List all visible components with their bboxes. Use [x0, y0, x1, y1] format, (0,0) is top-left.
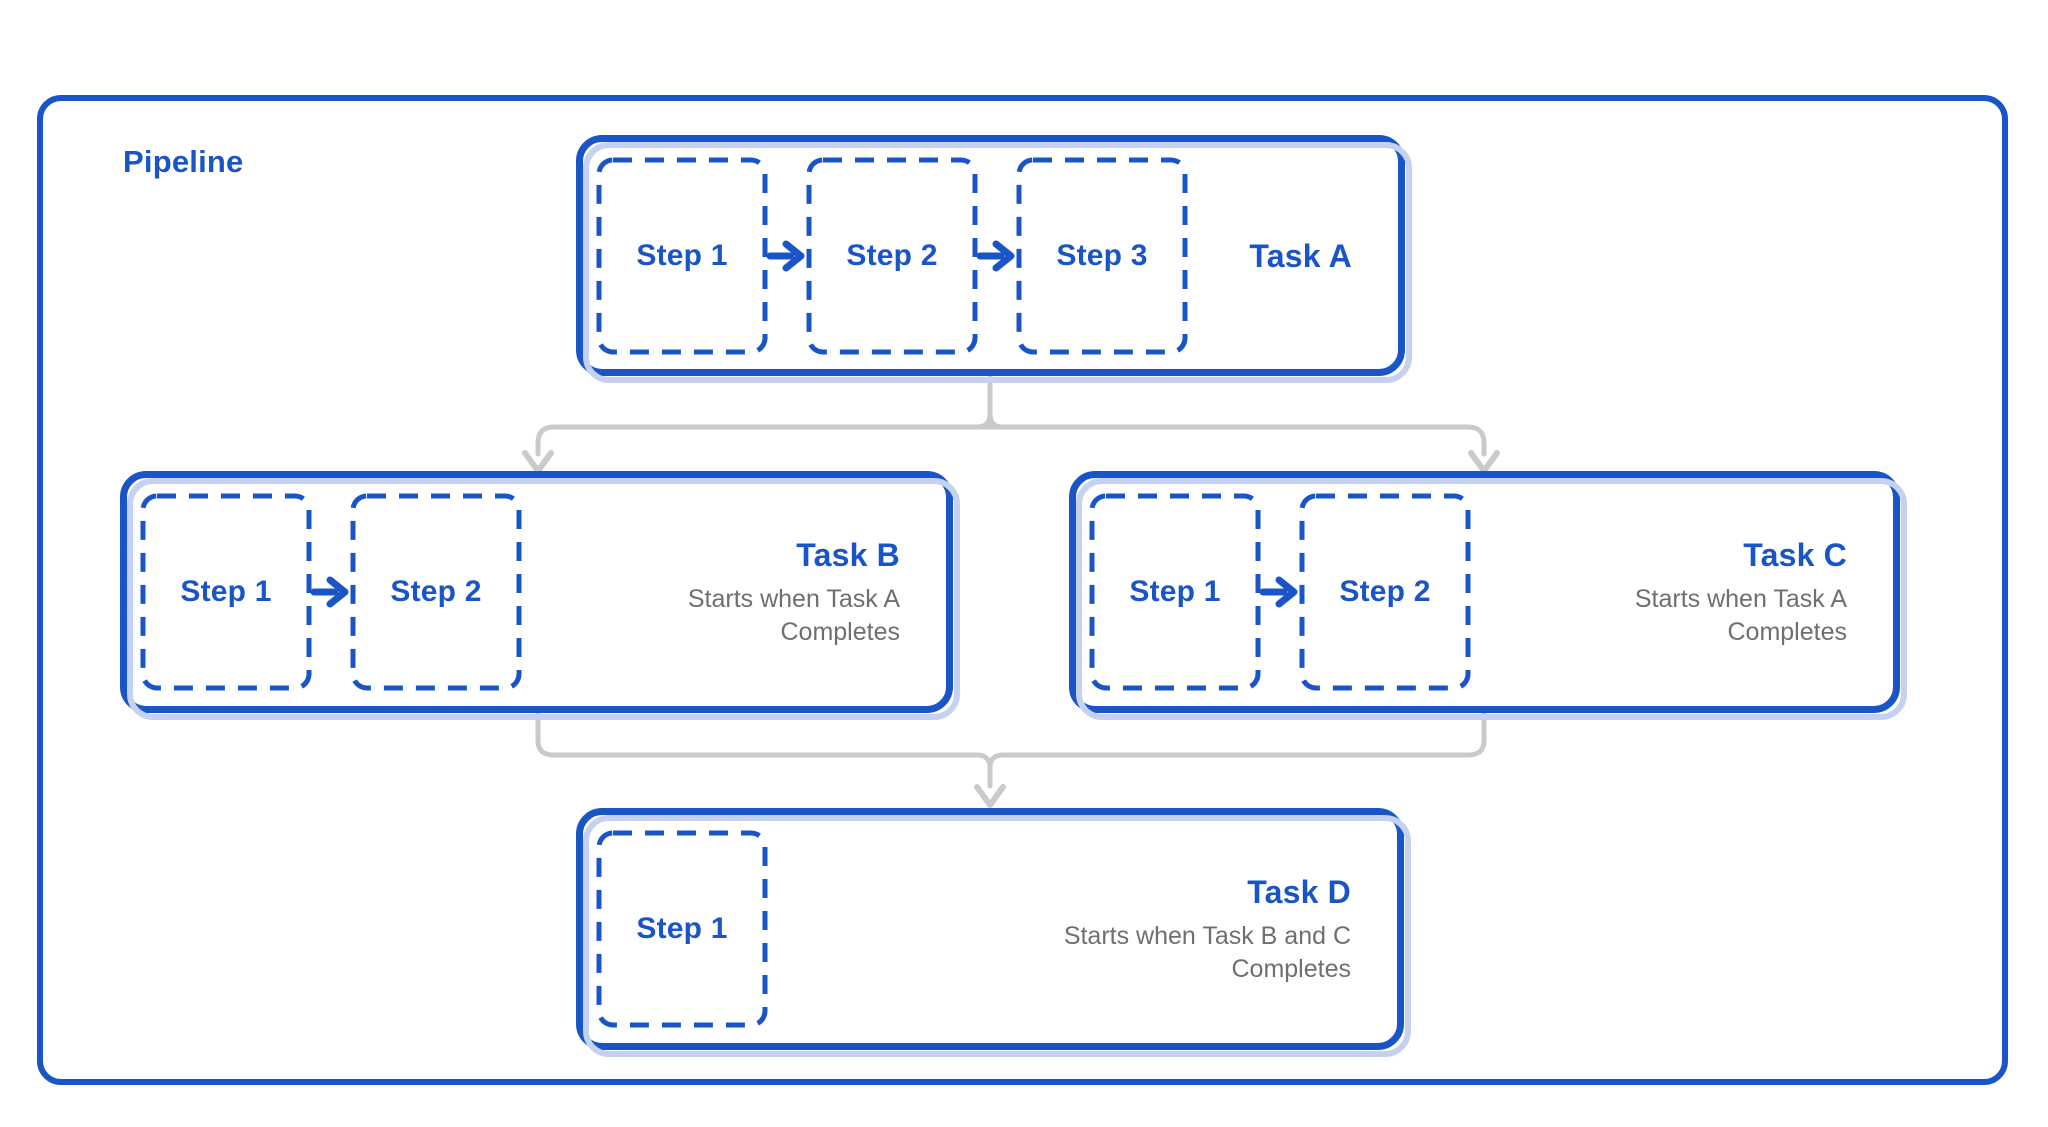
task-subtitle: Starts when Task A Completes	[1635, 583, 1847, 649]
task-card-c: Step 1 Step 2 Task C Starts when Task A …	[1069, 471, 1900, 713]
task-b-steps: Step 1 Step 2	[127, 478, 522, 706]
step-dashed-border	[596, 830, 768, 1028]
step-label: Step 2	[390, 575, 482, 608]
connector-c-to-d	[987, 711, 1487, 789]
task-a-steps: Step 1 Step 2 Step 3	[583, 142, 1188, 369]
task-subtitle: Starts when Task A Completes	[688, 583, 900, 649]
arrow-right-icon	[1260, 574, 1300, 610]
step-label: Step 1	[636, 912, 728, 945]
step-dashed-border	[350, 493, 522, 691]
task-c-info: Task C Starts when Task A Completes	[1635, 536, 1893, 649]
task-c-steps: Step 1 Step 2	[1076, 478, 1471, 706]
step-dashed-border	[1089, 493, 1261, 691]
arrow-right-icon	[311, 574, 351, 610]
step-box: Step 3	[1016, 157, 1188, 355]
step-box: Step 2	[806, 157, 978, 355]
task-card-a: Step 1 Step 2 Step 3 Task A	[576, 135, 1405, 376]
task-card-d: Step 1 Task D Starts when Task B and C C…	[576, 808, 1404, 1050]
arrow-right-icon	[767, 238, 807, 274]
connector-a-to-b	[535, 424, 993, 457]
pipeline-title: Pipeline	[123, 144, 244, 179]
step-label: Step 2	[1339, 575, 1431, 608]
task-title: Task A	[1249, 237, 1352, 274]
step-dashed-border	[806, 157, 978, 354]
step-box: Step 1	[140, 493, 312, 691]
task-subtitle-line: Starts when Task B and C	[1063, 921, 1351, 950]
task-subtitle-line: Completes	[1231, 954, 1352, 983]
step-label: Step 2	[846, 238, 938, 272]
step-label: Step 1	[180, 575, 272, 608]
task-subtitle-line: Starts when Task A	[687, 584, 900, 613]
step-box: Step 2	[350, 493, 522, 691]
step-dashed-border	[1299, 493, 1471, 691]
step-box: Step 1	[596, 157, 768, 355]
step-box: Step 1	[596, 830, 768, 1028]
task-subtitle: Starts when Task B and C Completes	[1064, 920, 1351, 986]
task-d-info: Task D Starts when Task B and C Complete…	[1064, 873, 1397, 986]
task-title: Task D	[1247, 873, 1351, 910]
task-d-steps: Step 1	[583, 815, 768, 1043]
task-subtitle-line: Starts when Task A	[1634, 584, 1847, 613]
task-card-b: Step 1 Step 2 Task B Starts when Task A …	[120, 471, 953, 713]
task-title: Task B	[796, 536, 900, 573]
connector-a-to-c	[987, 424, 1487, 457]
task-b-info: Task B Starts when Task A Completes	[688, 536, 946, 649]
arrow-right-icon	[977, 238, 1017, 274]
step-label: Step 1	[1129, 575, 1221, 608]
task-a-info: Task A	[1249, 237, 1398, 275]
step-label: Step 3	[1056, 238, 1148, 272]
connector-b-to-d	[535, 711, 993, 789]
step-dashed-border	[596, 157, 768, 354]
step-dashed-border	[140, 493, 312, 691]
task-title: Task C	[1743, 536, 1847, 573]
step-dashed-border	[1016, 157, 1188, 354]
step-label: Step 1	[636, 238, 728, 272]
step-box: Step 1	[1089, 493, 1261, 691]
arrow-down-icon	[974, 784, 1006, 808]
task-subtitle-line: Completes	[1727, 617, 1848, 646]
step-box: Step 2	[1299, 493, 1471, 691]
task-subtitle-line: Completes	[780, 617, 901, 646]
